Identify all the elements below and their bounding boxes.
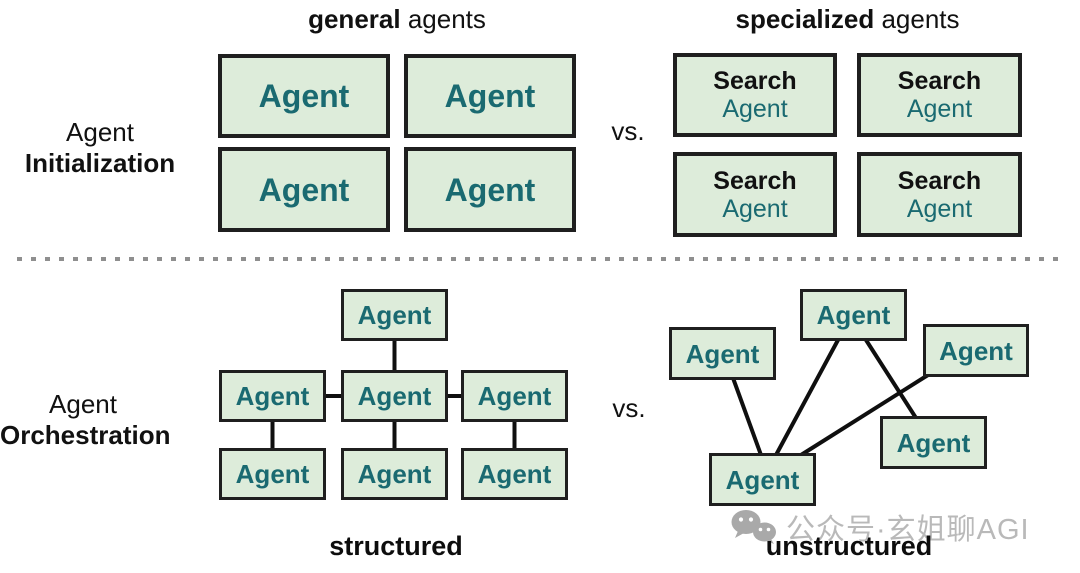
general-agents-title-bold: general — [308, 4, 401, 34]
search-agent-label-line1: Search — [713, 67, 797, 95]
agent-box-label: Agent — [357, 381, 432, 411]
unstructured-agent-box: Agent — [880, 416, 987, 469]
unstructured-agent-box: Agent — [923, 324, 1029, 377]
agent-box-label: Agent — [896, 427, 971, 458]
row-label-initialization-line1: Agent — [66, 117, 134, 147]
edge-left-to-bottom — [731, 377, 763, 456]
agent-box-label: Agent — [258, 78, 350, 114]
unstructured-agent-box: Agent — [709, 453, 816, 506]
agent-box-label: Agent — [258, 171, 350, 208]
row-label-initialization: Agent Initialization — [0, 117, 200, 179]
structured-mid-agent-box: Agent — [341, 370, 448, 422]
edge-top-to-bottom — [774, 339, 840, 456]
watermark-text: 公众号·玄姐聊AGI — [786, 514, 1030, 546]
general-agents-title: general agents — [218, 4, 576, 35]
general-agent-box: Agent — [218, 147, 390, 232]
agent-box-label: Agent — [477, 459, 552, 489]
general-agent-box: Agent — [404, 147, 576, 232]
unstructured-agent-box: Agent — [669, 327, 776, 380]
watermark: 公众号·玄姐聊AGI — [730, 506, 1030, 548]
general-agent-box: Agent — [404, 54, 576, 138]
agent-box-label: Agent — [939, 335, 1013, 366]
search-agent-label-line2: Agent — [906, 194, 973, 223]
dashed-separator — [17, 257, 1058, 261]
row-label-initialization-line2: Initialization — [24, 148, 176, 178]
search-agent-label-line1: Search — [897, 67, 982, 95]
agent-box-label: Agent — [235, 459, 310, 489]
structured-leaf-agent-box: Agent — [341, 448, 448, 500]
search-agent-label-line1: Search — [713, 166, 797, 195]
structured-mid-agent-box: Agent — [219, 370, 326, 422]
specialized-agent-box: Search Agent — [673, 53, 837, 137]
wechat-icon — [731, 510, 776, 544]
agent-box-label: Agent — [357, 459, 432, 489]
agent-box-label: Agent — [357, 300, 432, 330]
structured-root-agent-box: Agent — [341, 289, 448, 341]
agent-box-label: Agent — [477, 381, 552, 411]
agent-box-label: Agent — [235, 381, 310, 411]
structured-leaf-agent-box: Agent — [461, 448, 568, 500]
vs-label-bottom: vs. — [612, 393, 646, 423]
vs-label-top: vs. — [611, 116, 645, 146]
structured-leaf-agent-box: Agent — [219, 448, 326, 500]
row-label-orchestration-line2: Orchestration — [0, 420, 171, 450]
search-agent-label-line2: Agent — [722, 194, 788, 223]
edge-top-to-midright — [864, 338, 918, 420]
specialized-agent-box: Search Agent — [857, 53, 1022, 137]
search-agent-label-line1: Search — [897, 166, 982, 195]
agent-box-label: Agent — [685, 338, 760, 369]
specialized-agents-title: specialized agents — [673, 4, 1022, 35]
agent-box-label: Agent — [444, 78, 536, 114]
specialized-agents-title-bold: specialized — [735, 4, 875, 34]
unstructured-caption: unstructured — [765, 531, 933, 561]
general-agent-box: Agent — [218, 54, 390, 138]
agent-box-label: Agent — [444, 171, 536, 208]
structured-caption: structured — [329, 531, 463, 561]
unstructured-agent-box: Agent — [800, 289, 907, 341]
search-agent-label-line2: Agent — [722, 95, 788, 123]
agent-box-label: Agent — [725, 464, 800, 495]
agent-box-label: Agent — [816, 300, 891, 330]
general-agents-title-rest: agents — [400, 4, 486, 34]
row-label-orchestration: Agent Orchestration — [0, 389, 171, 451]
specialized-agent-box: Search Agent — [857, 152, 1022, 237]
specialized-agent-box: Search Agent — [673, 152, 837, 237]
structured-mid-agent-box: Agent — [461, 370, 568, 422]
specialized-agents-title-rest: agents — [874, 4, 960, 34]
search-agent-label-line2: Agent — [906, 95, 973, 123]
row-label-orchestration-line1: Agent — [49, 389, 117, 419]
